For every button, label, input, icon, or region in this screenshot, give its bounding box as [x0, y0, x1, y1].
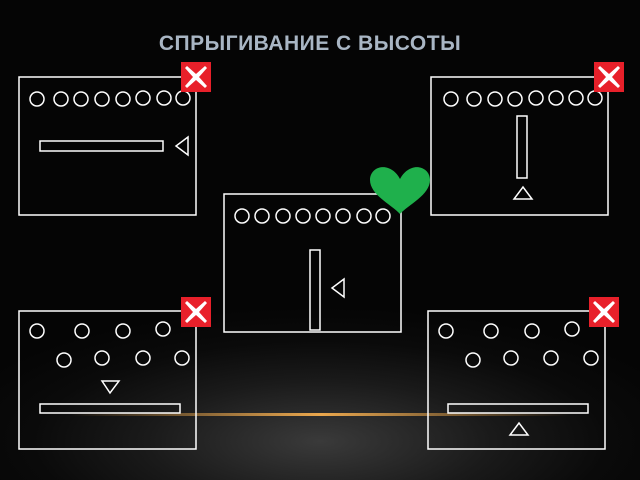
circles-row [234, 208, 391, 224]
panel-frame [18, 310, 197, 450]
bench-vertical [516, 115, 528, 179]
circles-row [29, 90, 191, 107]
arrow-down-icon [100, 380, 121, 395]
red-x-icon [181, 297, 211, 327]
green-heart-icon [370, 167, 430, 214]
panel-frame [18, 76, 197, 216]
circles-scattered [29, 321, 190, 368]
bench-horizontal [39, 403, 181, 414]
arrow-up-icon [512, 185, 534, 200]
red-x-icon [589, 297, 619, 327]
bench-horizontal [39, 140, 164, 152]
circles-row [443, 90, 603, 107]
slide-title: СПРЫГИВАНИЕ С ВЫСОТЫ [158, 32, 462, 55]
panel-frame [430, 76, 609, 216]
circles-scattered [438, 321, 599, 368]
panel-bottom-left [18, 310, 197, 450]
panel-frame [427, 310, 606, 450]
red-x-icon [594, 62, 624, 92]
decorative-glow-line [70, 413, 570, 416]
panel-frame [223, 193, 402, 333]
panel-top-right [430, 76, 609, 216]
bench-vertical [309, 249, 321, 331]
red-x-icon [181, 62, 211, 92]
panel-center [223, 193, 402, 333]
panel-top-left [18, 76, 197, 216]
arrow-left-icon [330, 277, 345, 299]
panel-bottom-right [427, 310, 606, 450]
arrow-left-icon [174, 135, 189, 157]
bench-horizontal [447, 403, 589, 414]
arrow-up-icon [508, 421, 530, 436]
